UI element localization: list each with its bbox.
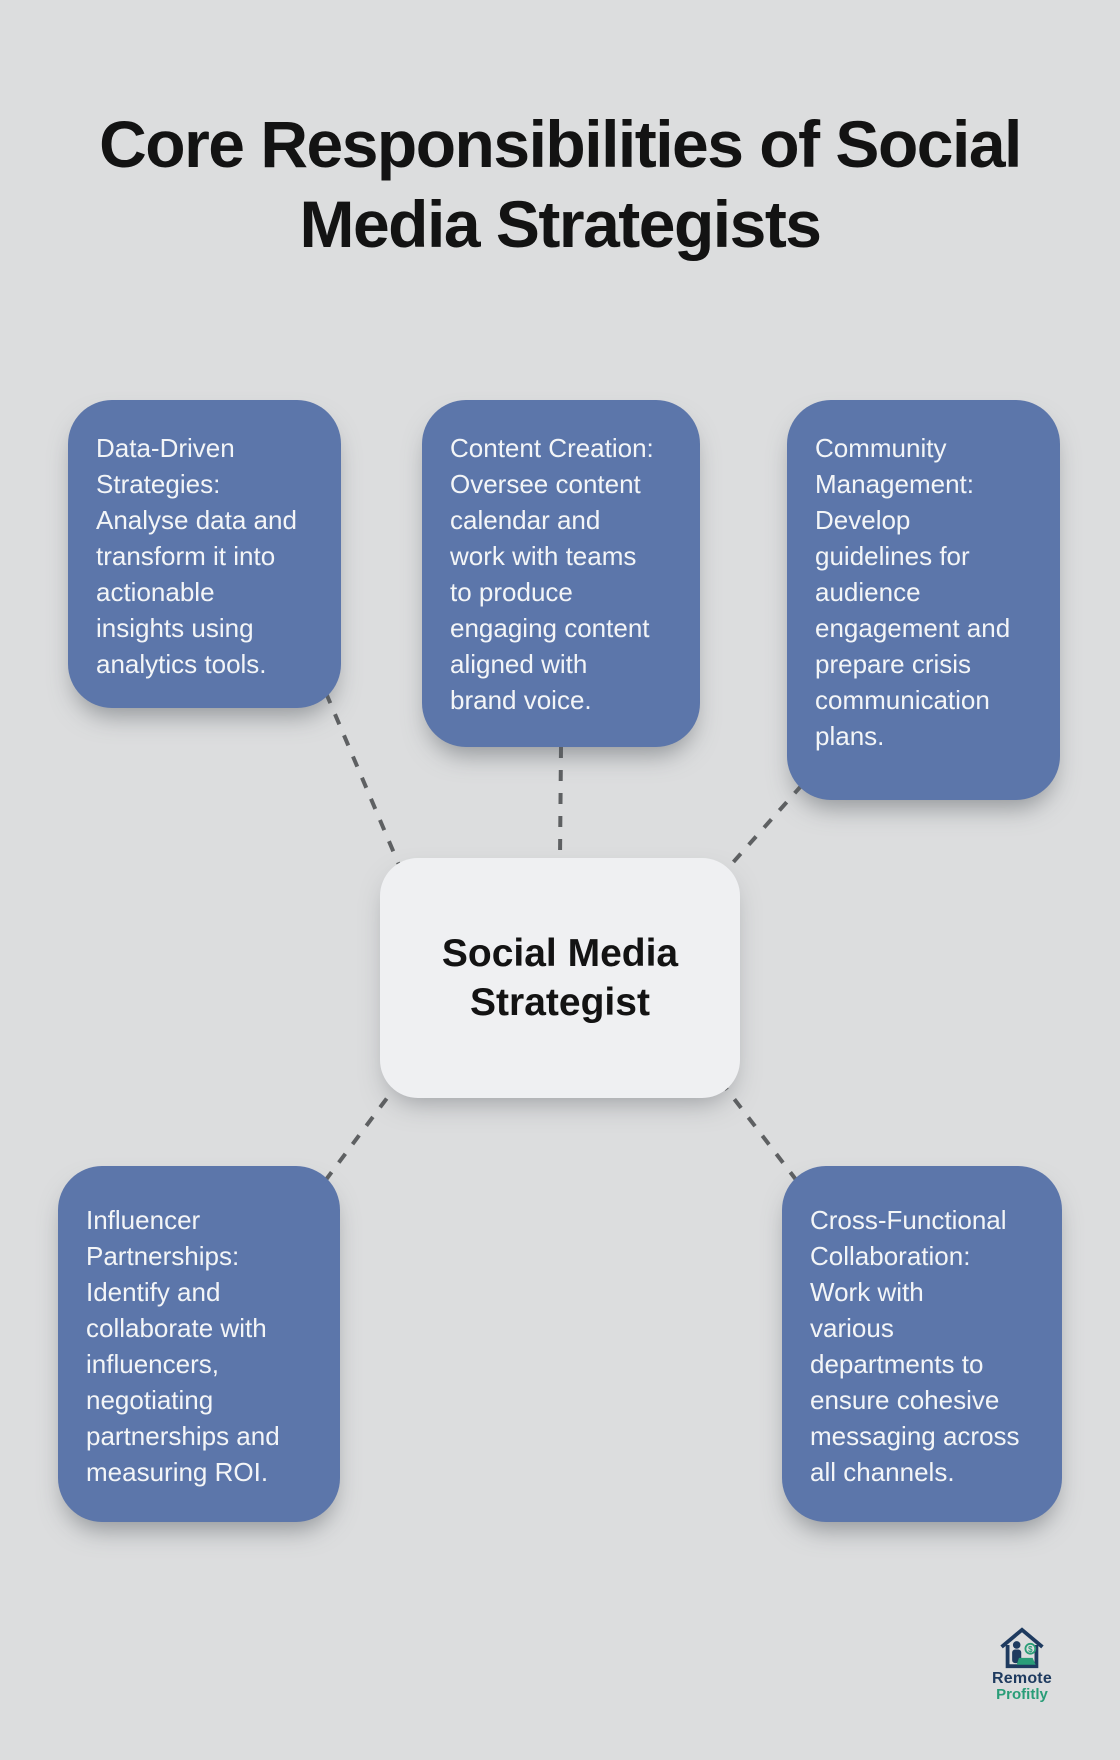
node-text-line: insights using [96,613,254,643]
node-text-line: ensure cohesive [810,1385,1000,1415]
node-text-line: work with teams [450,541,637,571]
node-text-line: calendar and [450,505,601,535]
page-title-line: Media Strategists [299,187,823,261]
center-node-line: Social Media [441,932,679,975]
svg-text:$: $ [1028,1645,1033,1654]
node-text-line: analytics tools. [96,649,267,679]
page-title-line: Core Responsibilities of Social [99,107,1022,181]
node-text-line: Content Creation: [450,433,654,463]
node-text-line: plans. [815,721,885,751]
node-text-line: Community [815,433,947,463]
node-content-creation: Content Creation: Oversee content calendar… [422,400,700,747]
center-node-line: Strategist [470,981,650,1024]
node-text-line: influencers, [86,1349,219,1379]
node-text-line: actionable [96,577,215,607]
node-text-line: various [810,1313,894,1343]
brand-logo: $ Remote Profitly [972,1626,1072,1703]
node-text-line: measuring ROI. [86,1457,269,1487]
node-text-line: to produce [450,577,573,607]
node-text-line: engaging content [450,613,650,643]
node-text-line: collaborate with [86,1313,267,1343]
node-text-line: negotiating [86,1385,214,1415]
node-text-line: Data-Driven [96,433,235,463]
node-text-line: engagement and [815,613,1011,643]
remote-work-house-icon: $ [1000,1627,1044,1669]
node-text-line: Analyse data and [96,505,297,535]
node-social-media-strategist: Social Media Strategist [380,858,740,1098]
node-text-line: departments to [810,1349,984,1379]
node-text-line: partnerships and [86,1421,280,1451]
node-text-line: all channels. [810,1457,955,1487]
node-text-line: messaging across [810,1421,1020,1451]
node-text-line: Partnerships: [86,1241,240,1271]
node-text-line: guidelines for [815,541,970,571]
node-text-line: Work with [810,1277,924,1307]
node-text-line: Identify and [86,1277,221,1307]
node-text-line: Cross-Functional [810,1205,1007,1235]
node-text-line: Strategies: [96,469,221,499]
node-text-line: audience [815,577,921,607]
node-text-line: transform it into [96,541,276,571]
connector-line [558,746,563,859]
node-text-line: Collaboration: [810,1241,971,1271]
node-text-line: prepare crisis [815,649,972,679]
page-title: Core Responsibilities of Social Media St… [0,104,1120,264]
node-text-line: Influencer [86,1205,201,1235]
brand-name-remote: Remote [992,1670,1052,1687]
brand-name-profitly: Profitly [996,1686,1048,1703]
node-text-line: aligned with [450,649,588,679]
node-text-line: Develop [815,505,911,535]
node-text-line: Oversee content [450,469,641,499]
node-text-line: brand voice. [450,685,592,715]
node-text-line: communication [815,685,990,715]
connector-line [324,692,410,887]
node-text-line: Management: [815,469,974,499]
